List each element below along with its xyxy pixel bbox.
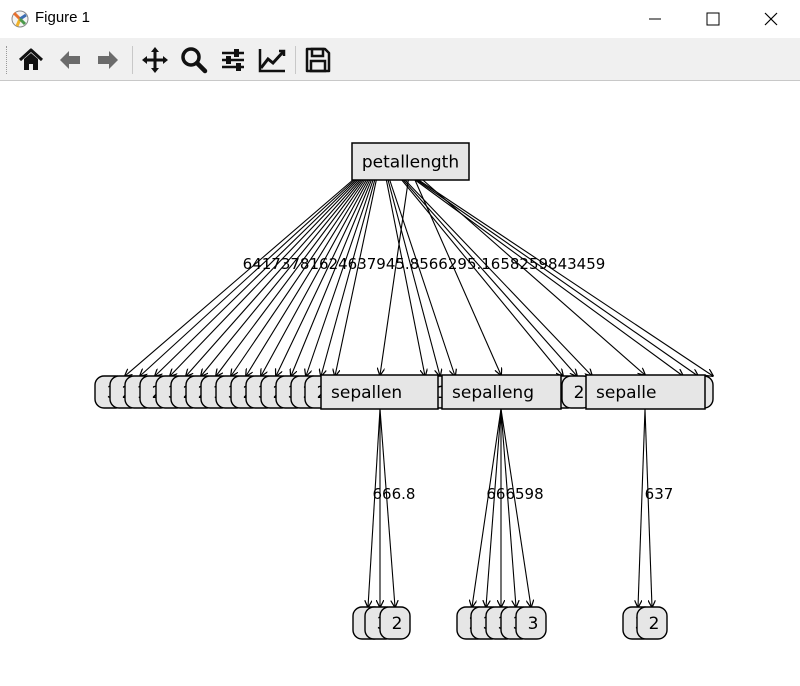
configure-subplots-button[interactable] <box>216 43 250 77</box>
back-button[interactable] <box>53 43 87 77</box>
tree-edge-arrow <box>261 172 373 376</box>
tree-edge-arrow <box>384 172 425 376</box>
tree-edge-arrow <box>385 172 440 376</box>
subtree-edge-label: 666.8 <box>373 485 416 503</box>
tree-edge-arrow <box>186 172 367 376</box>
internal-node-label: sepalleng <box>452 383 534 403</box>
leaf-node-label: 2 <box>649 614 660 634</box>
leaf-node-label: 3 <box>528 614 539 634</box>
navigation-toolbar <box>0 38 800 81</box>
tree-edge-arrow <box>405 172 683 376</box>
internal-node-box <box>441 374 562 410</box>
tree-edge-arrow <box>500 408 516 607</box>
leaf-node <box>515 606 547 640</box>
save-button[interactable] <box>301 43 335 77</box>
tree-edge-arrow <box>386 172 455 376</box>
configure-subplots-icon <box>222 49 244 71</box>
tree-edge-arrow <box>321 172 378 376</box>
subtree-edge-label: 637 <box>645 485 674 503</box>
tree-edge-arrow <box>155 172 364 376</box>
pan-icon <box>142 47 168 73</box>
tree-edge-arrow <box>472 408 502 607</box>
tree-edge-arrow <box>201 172 368 376</box>
tree-edge-arrow <box>170 172 365 376</box>
tree-edge-arrow <box>421 178 645 375</box>
root-node-box <box>351 142 470 181</box>
internal-node-label: sepalle <box>596 383 656 403</box>
tree-edge-arrow <box>644 408 652 607</box>
close-icon <box>764 12 778 26</box>
internal-node-layer: sepallen sepalleng sepalle <box>320 374 706 410</box>
zoom-button[interactable] <box>177 43 211 77</box>
tree-edge-arrow <box>396 172 577 376</box>
figure-canvas[interactable]: 3212322132323221313122333322333332 sepal… <box>0 81 800 682</box>
tree-edge-arrow <box>414 178 501 375</box>
close-button[interactable] <box>742 0 800 38</box>
edge-label-layer: 64173781624637945.8566295.1658259843459 … <box>243 255 674 503</box>
maximize-icon <box>706 12 720 26</box>
home-icon <box>18 48 44 70</box>
back-arrow-icon <box>60 51 80 69</box>
leaf-node-label: 2 <box>574 383 585 403</box>
toolbar-grip <box>6 46 8 74</box>
internal-node-box <box>320 374 439 410</box>
toolbar-separator <box>132 46 133 74</box>
title-bar: Figure 1 <box>0 0 800 38</box>
tree-edge-arrow <box>231 172 370 376</box>
tree-edge-arrow <box>306 172 377 376</box>
leaf-node-layer: 3212322132323221313122333322333332 <box>94 375 714 640</box>
maximize-button[interactable] <box>684 0 742 38</box>
leaf-node-label: 2 <box>392 614 403 634</box>
leaf-node <box>379 606 411 640</box>
matplotlib-logo-icon <box>11 10 29 28</box>
tree-edge-arrow <box>406 172 698 376</box>
tree-edge-arrow <box>407 172 713 376</box>
edit-axes-icon <box>258 49 286 73</box>
minimize-icon <box>649 18 661 20</box>
tree-edge-arrow <box>486 408 502 607</box>
tree-edge-arrow <box>638 408 646 607</box>
root-node-label: petallength <box>362 153 459 173</box>
tree-edges <box>125 172 713 607</box>
minimize-button[interactable] <box>626 0 684 38</box>
decision-tree-diagram: 3212322132323221313122333322333332 sepal… <box>94 142 800 640</box>
pan-button[interactable] <box>138 43 172 77</box>
tree-edge-arrow <box>125 172 362 376</box>
internal-node-box <box>585 374 706 410</box>
tree-edge-arrow <box>368 408 381 607</box>
tree-edge-arrow <box>216 172 369 376</box>
tree-edge-arrow <box>291 172 375 376</box>
tree-edge-arrow <box>380 178 410 375</box>
root-node-layer: petallength <box>351 142 470 181</box>
tree-edge-arrow <box>395 172 563 376</box>
leaf-node <box>636 606 668 640</box>
toolbar-separator <box>295 46 296 74</box>
edit-axes-button[interactable] <box>255 43 289 77</box>
forward-button[interactable] <box>91 43 125 77</box>
save-icon <box>305 47 331 73</box>
tree-edge-arrow <box>246 172 372 376</box>
root-edge-labels: 64173781624637945.8566295.1658259843459 <box>243 255 606 273</box>
tree-edge-arrow <box>500 408 531 607</box>
forward-arrow-icon <box>98 51 118 69</box>
window-title: Figure 1 <box>35 9 91 26</box>
tree-edge-arrow <box>335 172 379 376</box>
tree-edge-arrow <box>140 172 363 376</box>
subtree-edge-label: 666598 <box>486 485 543 503</box>
internal-node-label: sepallen <box>331 383 402 403</box>
tree-edge-arrow <box>379 408 395 607</box>
tree-edge-arrow <box>397 172 592 376</box>
tree-edge-arrow <box>276 172 374 376</box>
home-button[interactable] <box>14 43 48 77</box>
zoom-icon <box>181 47 208 74</box>
